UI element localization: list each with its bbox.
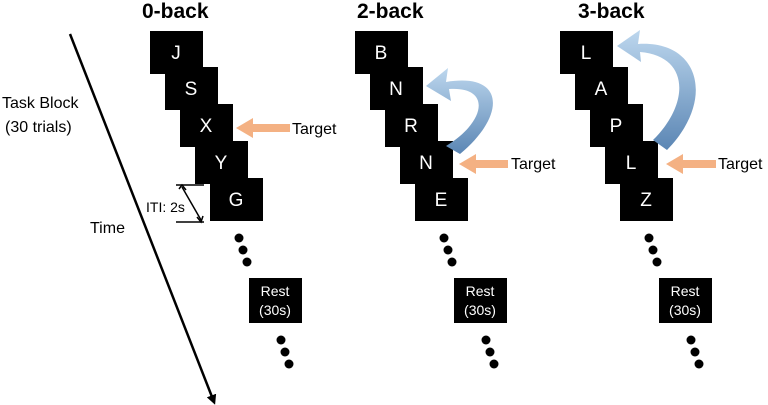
stimulus-card: L [605, 141, 658, 184]
stimulus-card: X [180, 104, 233, 147]
target-arrow-3-back [666, 154, 716, 174]
svg-text:L: L [581, 43, 592, 64]
target-label-0-back: Target [292, 121, 337, 138]
column-2-back: B N R N E [355, 31, 468, 221]
ellipsis-dots [234, 233, 704, 369]
column-3-back: L A P L Z [560, 31, 673, 221]
stimulus-card: P [590, 104, 643, 147]
stimulus-card: N [370, 67, 423, 110]
svg-text:B: B [375, 43, 388, 64]
target-arrow-0-back [236, 118, 290, 138]
svg-text:E: E [435, 190, 448, 211]
stimulus-card: R [385, 104, 438, 147]
nback-arrow-2-back [426, 68, 493, 154]
svg-text:P: P [610, 116, 623, 137]
time-label: Time [90, 220, 125, 237]
rest-card-2-back: Rest (30s) [454, 278, 507, 323]
rest-card-3-back: Rest (30s) [659, 278, 712, 323]
svg-text:N: N [419, 153, 433, 174]
time-axis-arrow [68, 33, 217, 405]
stimulus-card: A [575, 67, 628, 110]
iti-label: ITI: 2s [146, 199, 185, 215]
svg-text:Rest: Rest [671, 283, 700, 299]
svg-text:A: A [595, 79, 608, 100]
trials-label: (30 trials) [5, 119, 72, 136]
svg-text:Rest: Rest [261, 283, 290, 299]
svg-text:L: L [626, 153, 637, 174]
svg-text:(30s): (30s) [669, 302, 701, 318]
stimulus-card: L [560, 31, 613, 74]
stimulus-card: Z [620, 178, 673, 221]
target-arrow-2-back [459, 154, 508, 174]
svg-text:R: R [404, 116, 418, 137]
iti-bracket [176, 183, 204, 224]
title-2-back: 2-back [357, 0, 424, 23]
svg-text:Rest: Rest [466, 283, 495, 299]
task-block-label: Task Block [2, 95, 79, 112]
stimulus-card: B [355, 31, 408, 74]
target-label-3-back: Target [718, 156, 763, 173]
rest-card-0-back: Rest (30s) [249, 278, 302, 323]
target-label-2-back: Target [511, 156, 556, 173]
title-0-back: 0-back [142, 0, 209, 23]
stimulus-card: E [415, 178, 468, 221]
column-0-back: J S X Y G [150, 31, 263, 221]
svg-text:G: G [229, 190, 244, 211]
svg-text:S: S [185, 79, 198, 100]
svg-text:Y: Y [215, 153, 228, 174]
svg-text:N: N [389, 79, 403, 100]
stimulus-card: S [165, 67, 218, 110]
stimulus-card: J [150, 31, 203, 74]
nback-arrow-3-back [617, 30, 696, 150]
svg-text:X: X [200, 116, 213, 137]
svg-text:Z: Z [640, 190, 652, 211]
stimulus-card: Y [195, 141, 248, 184]
stimulus-card: G [210, 178, 263, 221]
svg-text:J: J [171, 43, 181, 64]
title-3-back: 3-back [578, 0, 645, 23]
stimulus-card: N [400, 141, 453, 184]
svg-text:(30s): (30s) [259, 302, 291, 318]
svg-text:(30s): (30s) [464, 302, 496, 318]
